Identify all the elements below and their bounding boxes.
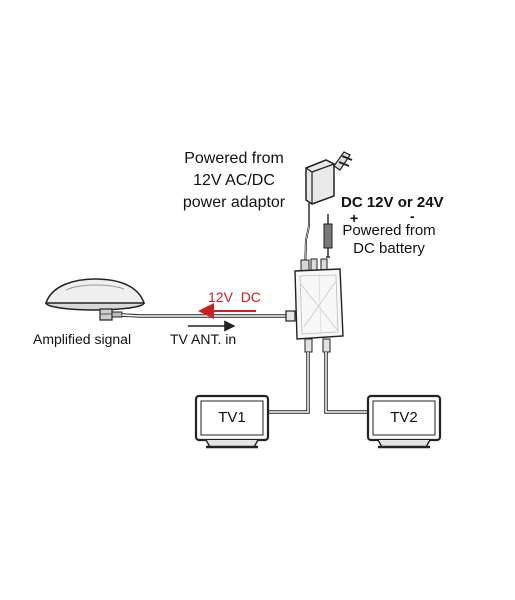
ufo-antenna-icon — [44, 278, 146, 321]
antenna-cable — [121, 310, 296, 322]
adaptor-label-line2: 12V AC/DC — [193, 172, 275, 189]
minus-sign: - — [410, 208, 415, 224]
amplified-signal-label: Amplified signal — [33, 331, 132, 347]
battery-label-line1: Powered from — [342, 222, 436, 239]
tv2-label: TV2 — [390, 409, 418, 426]
power-adaptor-icon — [305, 151, 353, 205]
dc-voltage-label: DC 12V or 24V — [341, 194, 444, 211]
dc-plug-icon — [323, 214, 333, 258]
dc-signal-label: 12V DC — [208, 289, 261, 305]
tv-antenna-in-label: TV ANT. in — [170, 331, 237, 347]
adaptor-label-line1: Powered from — [184, 150, 284, 167]
adaptor-label: Powered from 12V AC/DC power adaptor — [170, 148, 298, 214]
tv-icon — [366, 394, 442, 449]
tv-cables — [268, 352, 368, 414]
battery-label: Powered from DC battery — [334, 222, 444, 258]
adaptor-label-line3: power adaptor — [182, 194, 286, 211]
plus-sign: + — [350, 210, 359, 226]
battery-label-line2: DC battery — [353, 240, 425, 257]
splitter-box-icon — [294, 258, 344, 353]
tv1-label: TV1 — [218, 409, 246, 426]
adaptor-cable — [300, 203, 310, 273]
tv-icon — [194, 394, 270, 449]
